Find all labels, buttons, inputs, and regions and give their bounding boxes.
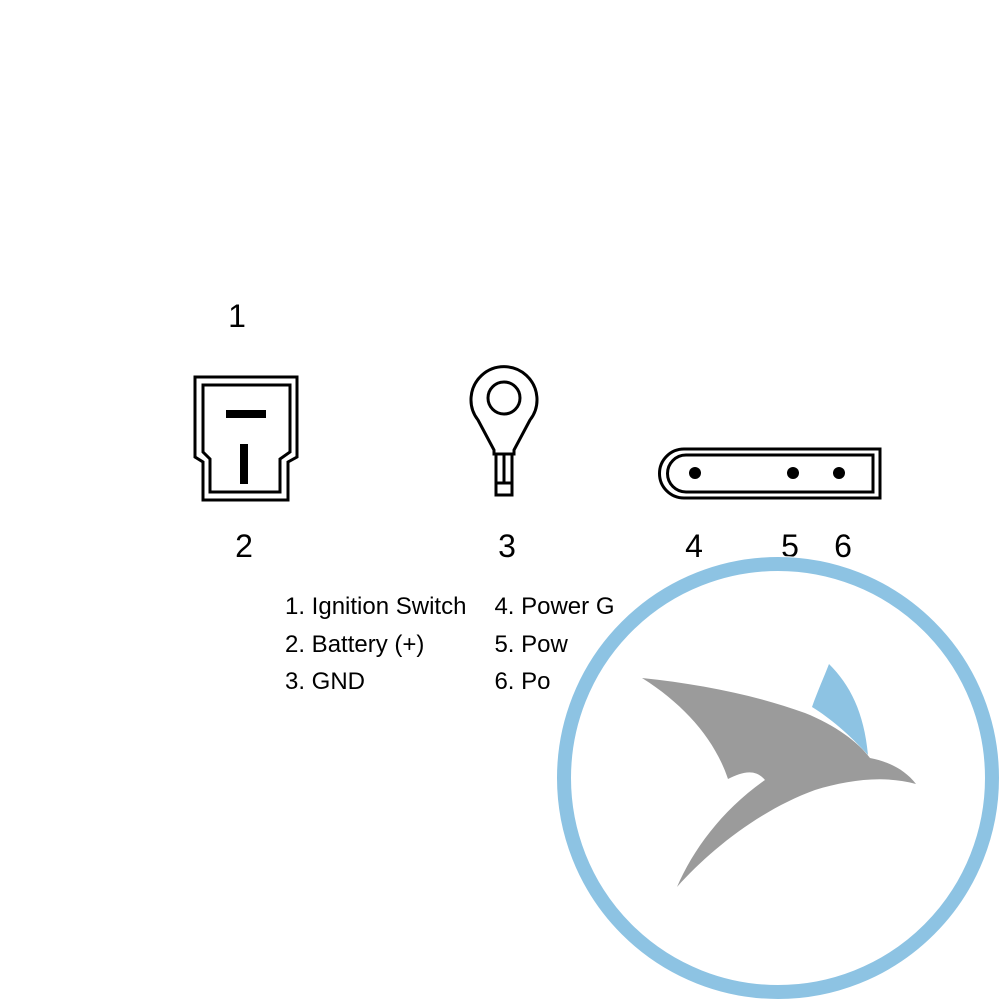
pin-label-2: 2 <box>235 528 253 564</box>
bird-logo-watermark <box>556 556 1000 1000</box>
legend-column-left: 1. Ignition Switch 2. Battery (+) 3. GND <box>285 588 466 701</box>
three-pin-flat-connector-icon <box>658 447 882 500</box>
watermark-bird <box>642 678 916 887</box>
legend-item-3: 3. GND <box>285 668 366 695</box>
pin-4-dot <box>689 467 701 479</box>
two-pin-connector-icon <box>193 375 299 502</box>
pin-label-1: 1 <box>228 298 246 334</box>
pin-1-blade <box>226 410 266 418</box>
ring-terminal-icon <box>469 365 539 497</box>
legend-item-2: 2. Battery (+) <box>285 630 425 658</box>
watermark-ring <box>557 557 999 999</box>
pin-label-4: 4 <box>685 528 703 564</box>
legend-item-1: 1. Ignition Switch <box>285 593 467 620</box>
legend-item-5: 5. Pow <box>494 630 568 658</box>
pin-6-dot <box>833 467 845 479</box>
pin-label-3: 3 <box>498 528 516 564</box>
pin-5-dot <box>787 467 799 479</box>
watermark-wing <box>812 664 868 755</box>
pin-legend: 1. Ignition Switch 2. Battery (+) 3. GND… <box>285 588 614 701</box>
pin-label-5: 5 <box>781 528 799 564</box>
legend-item-4: 4. Power G <box>494 593 615 620</box>
legend-item-6: 6. Po <box>494 668 551 695</box>
pin-2-blade <box>240 444 248 484</box>
pin-label-6: 6 <box>834 528 852 564</box>
legend-column-right: 4. Power G 5. Pow 6. Po <box>494 588 614 701</box>
